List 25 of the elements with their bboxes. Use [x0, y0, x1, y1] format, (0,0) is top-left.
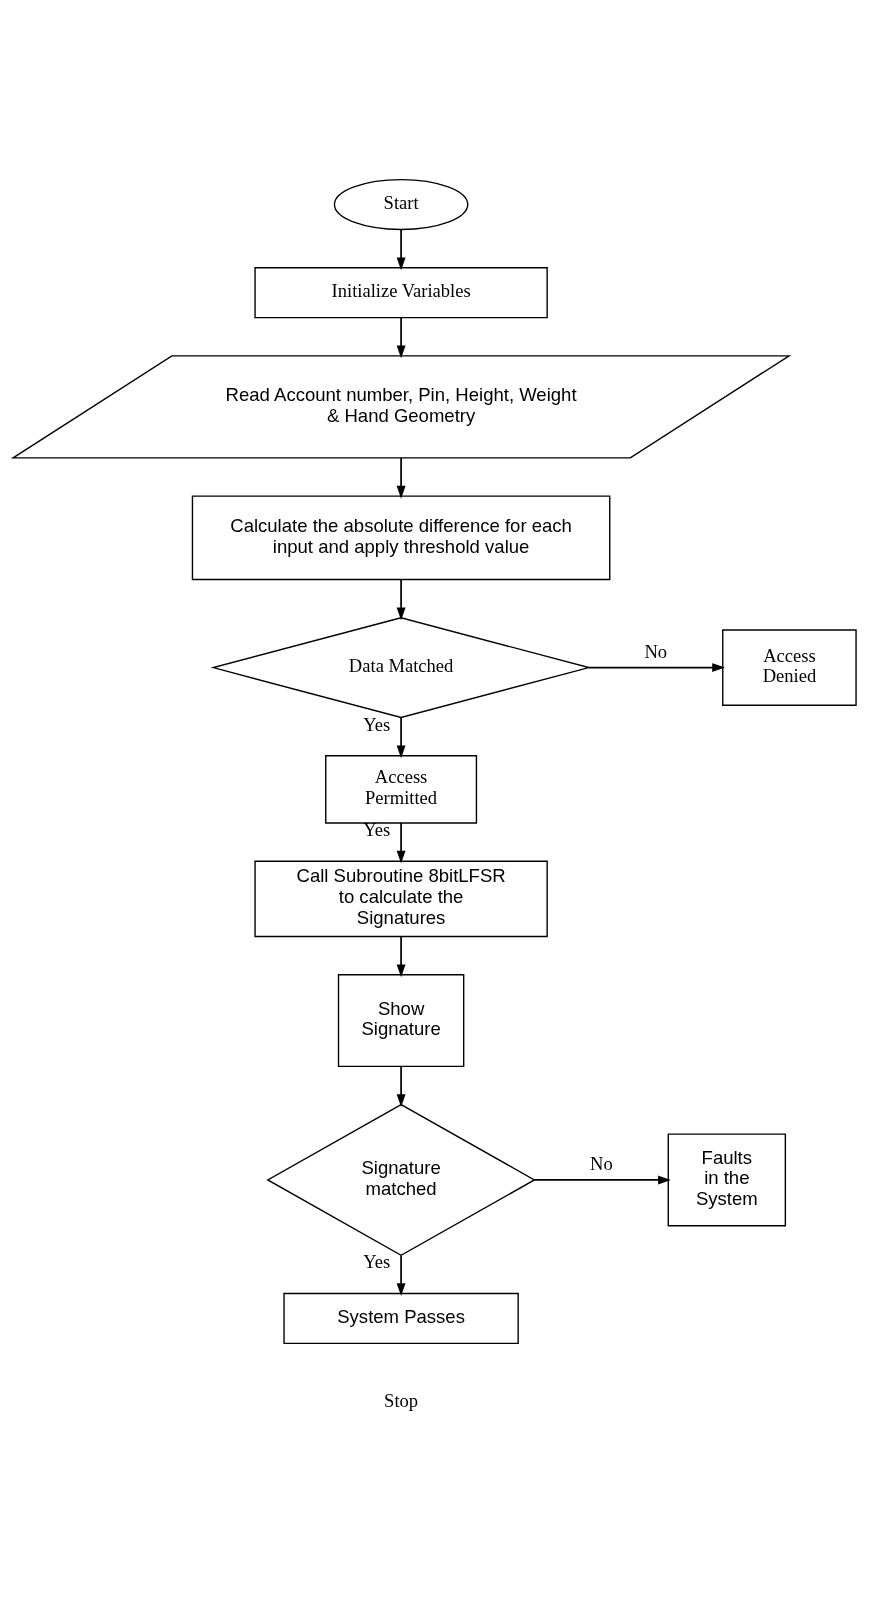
node-box: Faults in the System — [667, 1132, 787, 1226]
arrow — [396, 1065, 406, 1107]
arrow — [396, 228, 406, 270]
edge-label: No — [590, 1152, 613, 1174]
arrow — [533, 1174, 671, 1184]
node-diamond: Signature matched — [266, 1103, 536, 1256]
node-diamond: Data Matched — [210, 616, 592, 718]
node-box: Call Subroutine 8bitLFSR to calculate the Signatures — [254, 860, 548, 937]
node-ellipse: Start — [333, 178, 469, 230]
arrow — [396, 935, 406, 977]
node-box: Access Denied — [722, 628, 857, 706]
arrow — [396, 316, 406, 358]
arrow — [396, 716, 406, 758]
arrow — [396, 456, 406, 499]
edge-label: No — [644, 640, 668, 662]
node-box: Calculate the absolute difference for each input and apply threshold value — [191, 494, 611, 580]
node-box: Access Permitted — [325, 754, 478, 824]
node-box: Initialize Variables — [254, 266, 548, 318]
node-box: System Passes — [283, 1292, 519, 1344]
arrow — [396, 578, 406, 620]
node-box: Show Signature — [337, 973, 465, 1067]
label: Stop — [384, 1389, 419, 1411]
arrow — [588, 662, 725, 672]
arrow — [396, 821, 406, 863]
arrow — [396, 1254, 406, 1296]
